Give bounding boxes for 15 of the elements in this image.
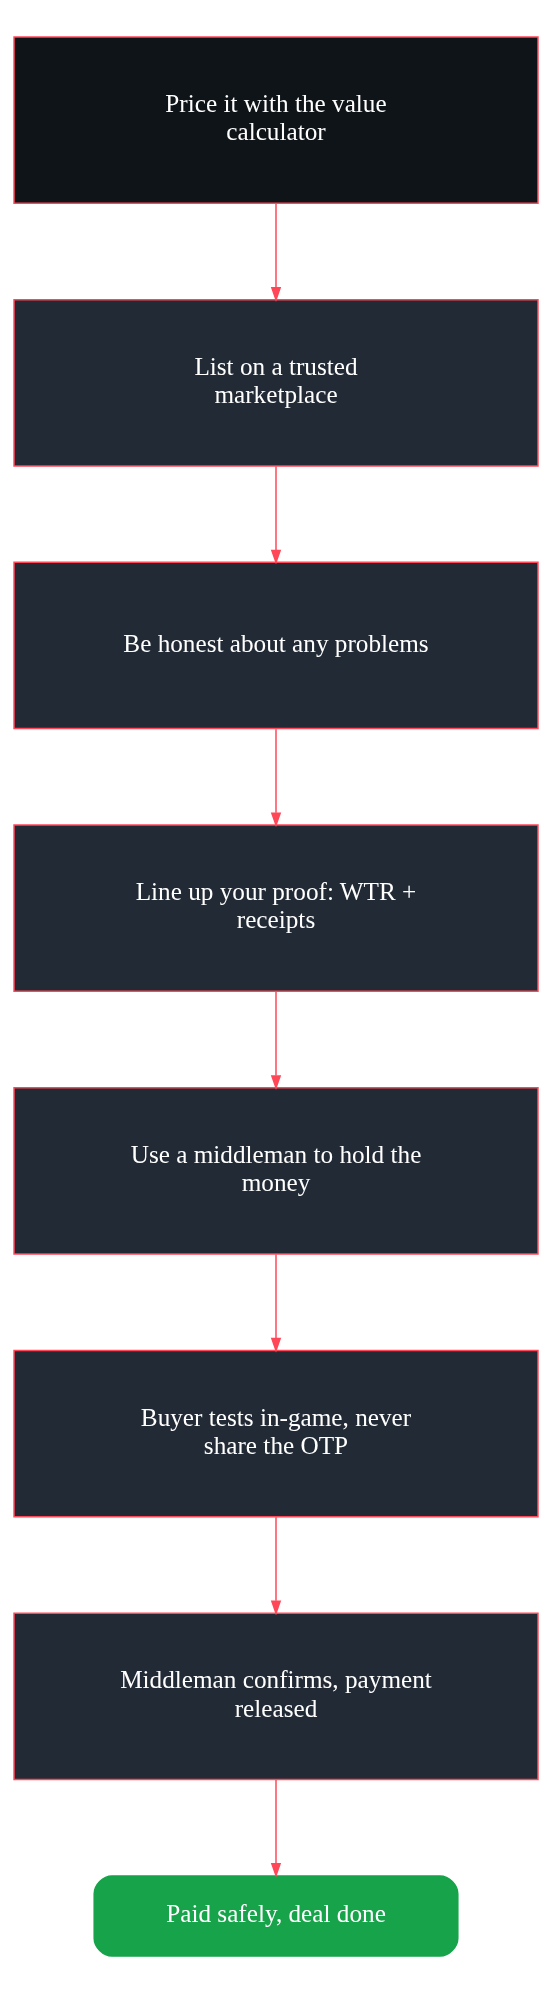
arrow — [270, 1516, 282, 1615]
arrow — [270, 1778, 282, 1878]
node-box: Use a middleman to hold the money — [13, 1086, 539, 1255]
arrow — [270, 727, 282, 827]
node-box: Line up your proof: WTR + receipts — [13, 823, 539, 992]
arrow — [270, 465, 282, 565]
node-box: Price it with the value calculator — [13, 35, 539, 204]
node-box: Buyer tests in-game, never share the OTP — [13, 1349, 539, 1517]
node-box: Middleman confirms, payment released — [13, 1611, 539, 1780]
node-box: List on a trusted marketplace — [13, 298, 539, 467]
arrow — [270, 1253, 282, 1353]
node-box: Be honest about any problems — [13, 561, 539, 729]
arrow — [270, 990, 282, 1090]
arrow — [270, 202, 282, 302]
node-box: Paid safely, deal done — [93, 1874, 459, 1957]
